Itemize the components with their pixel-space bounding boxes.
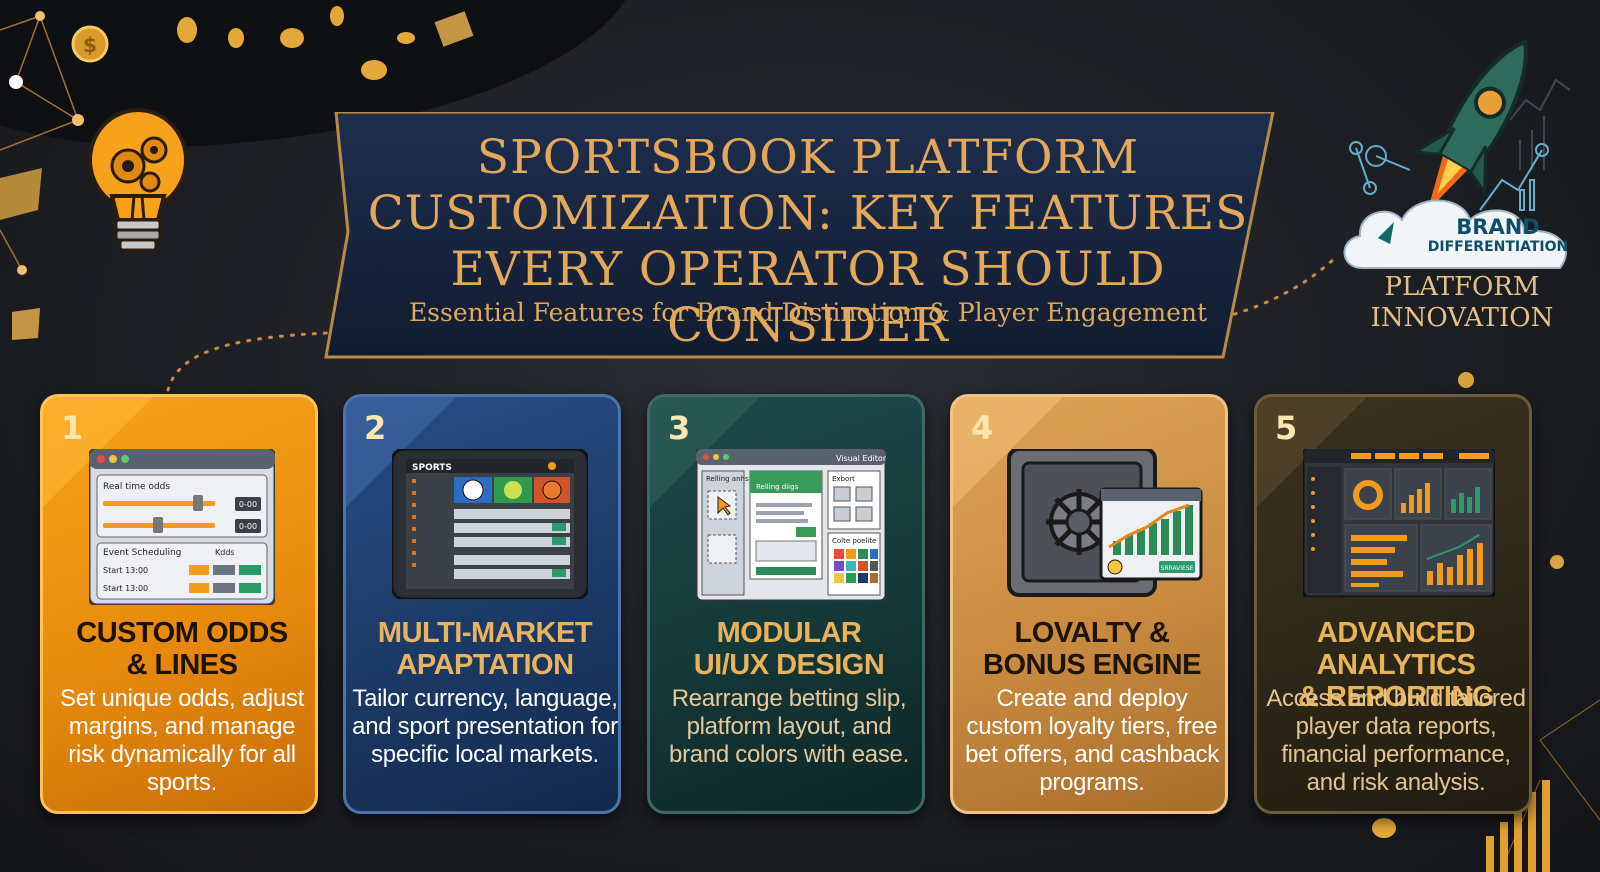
- page-title: SPORTSBOOK PLATFORM CUSTOMIZATION: KEY F…: [318, 130, 1298, 354]
- card-heading-line-2: BONUS ENGINE: [983, 649, 1201, 681]
- card-description: Tailor currency, language, and sport pre…: [352, 685, 618, 768]
- caption-line-2: INNOVATION: [1370, 303, 1554, 333]
- safe-with-chart-illustration: SRRAVIESE: [1007, 449, 1203, 597]
- card-number: 2: [364, 409, 387, 447]
- odds-slider-handle[interactable]: [153, 517, 163, 533]
- title-line-3: EVERY OPERATOR SHOULD CONSIDER: [450, 242, 1166, 353]
- card-heading-line-1: MODULAR: [716, 617, 862, 649]
- cursor-icon: [717, 496, 732, 516]
- color-palette: [834, 549, 878, 583]
- card-number: 5: [1275, 409, 1298, 447]
- odds-app-screen: Real time odds 0-00 0-00 Event Schedulin…: [89, 449, 275, 605]
- color-palette-label: Colte poelite: [832, 537, 876, 545]
- card-corner: [953, 397, 1063, 507]
- rocket-icon: [1349, 39, 1571, 211]
- banner-shape: [324, 112, 1275, 359]
- card-number: 3: [668, 409, 691, 447]
- editor-left-panel-label: Relling anhs: [706, 475, 749, 483]
- card-heading-line-1: CUSTOM ODDS: [76, 617, 288, 649]
- coin-icon: [1107, 559, 1123, 575]
- odds-value-1: 0-00: [239, 500, 257, 509]
- card-number: 1: [61, 409, 84, 447]
- odds-slider-handle[interactable]: [193, 495, 203, 511]
- brand-line-2: DIFFERENTIATION: [1427, 239, 1569, 255]
- card-heading: MODULAR UI/UX DESIGN: [658, 617, 920, 681]
- card-heading: CUSTOM ODDS & LINES: [51, 617, 313, 681]
- editor-mid-panel-label: Relling diigs: [756, 483, 799, 491]
- title-banner: SPORTSBOOK PLATFORM CUSTOMIZATION: KEY F…: [318, 112, 1298, 362]
- bonus-button-label: SRRAVIESE: [1161, 565, 1194, 572]
- brand-cloud: [1343, 199, 1567, 269]
- coin-icon: $: [71, 6, 1564, 838]
- sports-header: SPORTS: [412, 463, 452, 473]
- lightbulb-gears-icon: [88, 108, 188, 252]
- card-number: 4: [971, 409, 994, 447]
- editor-header: Visual Editor: [836, 454, 886, 463]
- visual-editor-screen: Visual Editor Relling anhs Relling diigs…: [696, 449, 886, 601]
- card-heading-line-1: MULTI-MARKET: [377, 617, 593, 649]
- card-description: Access and build tailored player data re…: [1266, 685, 1526, 796]
- card-heading-line-2: & REPORTING: [1298, 681, 1494, 713]
- platform-innovation-label: PLATFORM INNOVATION: [1362, 272, 1562, 334]
- card-description: Set unique odds, adjust margins, and man…: [60, 685, 304, 796]
- scheduling-odds-label: Kdds: [215, 548, 235, 557]
- odds-panel-title: Real time odds: [103, 482, 170, 492]
- page-subtitle: Essential Features for Brand Distinction…: [408, 298, 1208, 327]
- scheduling-panel-title: Event Scheduling: [103, 548, 181, 558]
- card-description: Rearrange betting slip, platform layout,…: [669, 685, 909, 768]
- caption-line-1: PLATFORM: [1384, 272, 1540, 302]
- feature-card-modular-ui: 3 Visual Editor Relling anhs Relling dii…: [647, 394, 925, 814]
- schedule-row-2: Start 13:00: [103, 584, 148, 593]
- feature-card-loyalty-bonus: 4 SRRAVIESE LOVALTY & BONUS ENGINE Creat…: [950, 394, 1228, 814]
- svg-text:$: $: [83, 33, 97, 57]
- card-heading-line-2: & LINES: [126, 649, 238, 681]
- tablet-sports-screen: SPORTS: [392, 449, 588, 599]
- feature-card-custom-odds: 1 Real time odds 0-00 0-00 Event Schedul…: [40, 394, 318, 814]
- card-heading-line-1: LOVALTY &: [1014, 617, 1171, 649]
- cursor-icon: [1378, 222, 1394, 244]
- odds-value-2: 0-00: [239, 522, 257, 531]
- title-line-2: CUSTOMIZATION: KEY FEATURES: [367, 186, 1249, 241]
- brand-differentiation-label: BRAND DIFFERENTIATION: [1418, 216, 1578, 256]
- card-description: Create and deploy custom loyalty tiers, …: [965, 685, 1219, 796]
- card-heading: ADVANCED ANALYTICS & REPORTING: [1265, 617, 1527, 713]
- analytics-dashboard-screen: [1303, 449, 1495, 597]
- schedule-row-1: Start 13:00: [103, 566, 148, 575]
- card-heading: MULTI-MARKET APAPTATION: [354, 617, 616, 681]
- feature-card-analytics: 5 ADVANCED ANALYTICS & REPORTING Access …: [1254, 394, 1532, 814]
- brand-line-1: BRAND: [1456, 215, 1540, 239]
- card-heading-line-2: APAPTATION: [396, 649, 574, 681]
- card-heading-line-2: UI/UX DESIGN: [693, 649, 885, 681]
- card-heading-line-1: ADVANCED ANALYTICS: [1316, 617, 1476, 681]
- feature-card-multi-market: 2 SPORTS MULTI-MARKET APAPTATION Tailor …: [343, 394, 621, 814]
- editor-right-panel-label: Exbort: [832, 475, 855, 483]
- title-line-1: SPORTSBOOK PLATFORM: [476, 130, 1140, 185]
- card-heading: LOVALTY & BONUS ENGINE: [961, 617, 1223, 681]
